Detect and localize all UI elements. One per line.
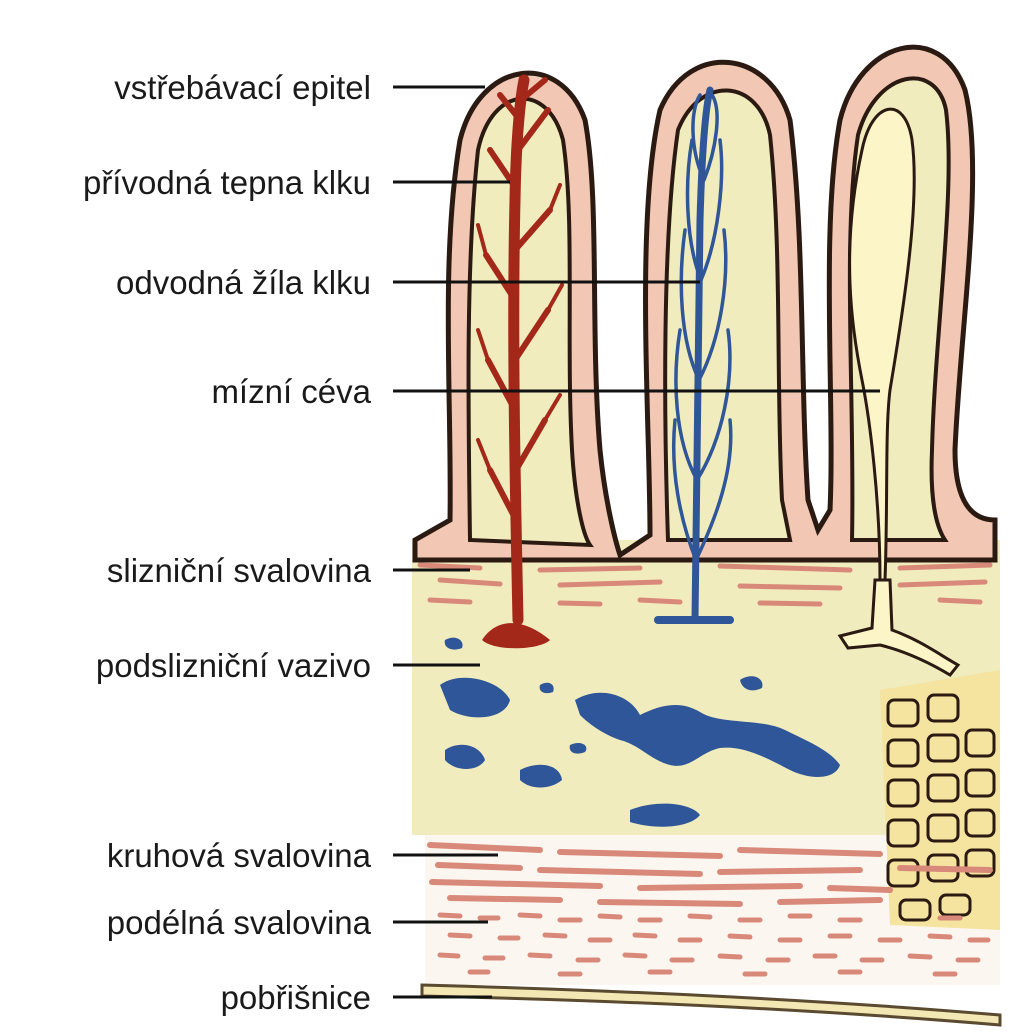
- label-villus-vein: odvodná žíla klku: [116, 266, 371, 299]
- label-longitudinal-muscle: podélná svalovina: [107, 906, 371, 939]
- serosa-layer: [422, 985, 1000, 1025]
- label-lymph-vessel: mízní céva: [211, 375, 371, 408]
- label-absorptive-epithelium: vstřebávací epitel: [114, 71, 371, 104]
- label-submucosa: podslizniční vazivo: [96, 649, 371, 682]
- label-circular-muscle: kruhová svalovina: [107, 839, 371, 872]
- label-serosa: pobřišnice: [221, 981, 371, 1014]
- label-muscularis-mucosae: slizniční svalovina: [107, 554, 371, 587]
- label-villus-artery: přívodná tepna klku: [83, 166, 371, 199]
